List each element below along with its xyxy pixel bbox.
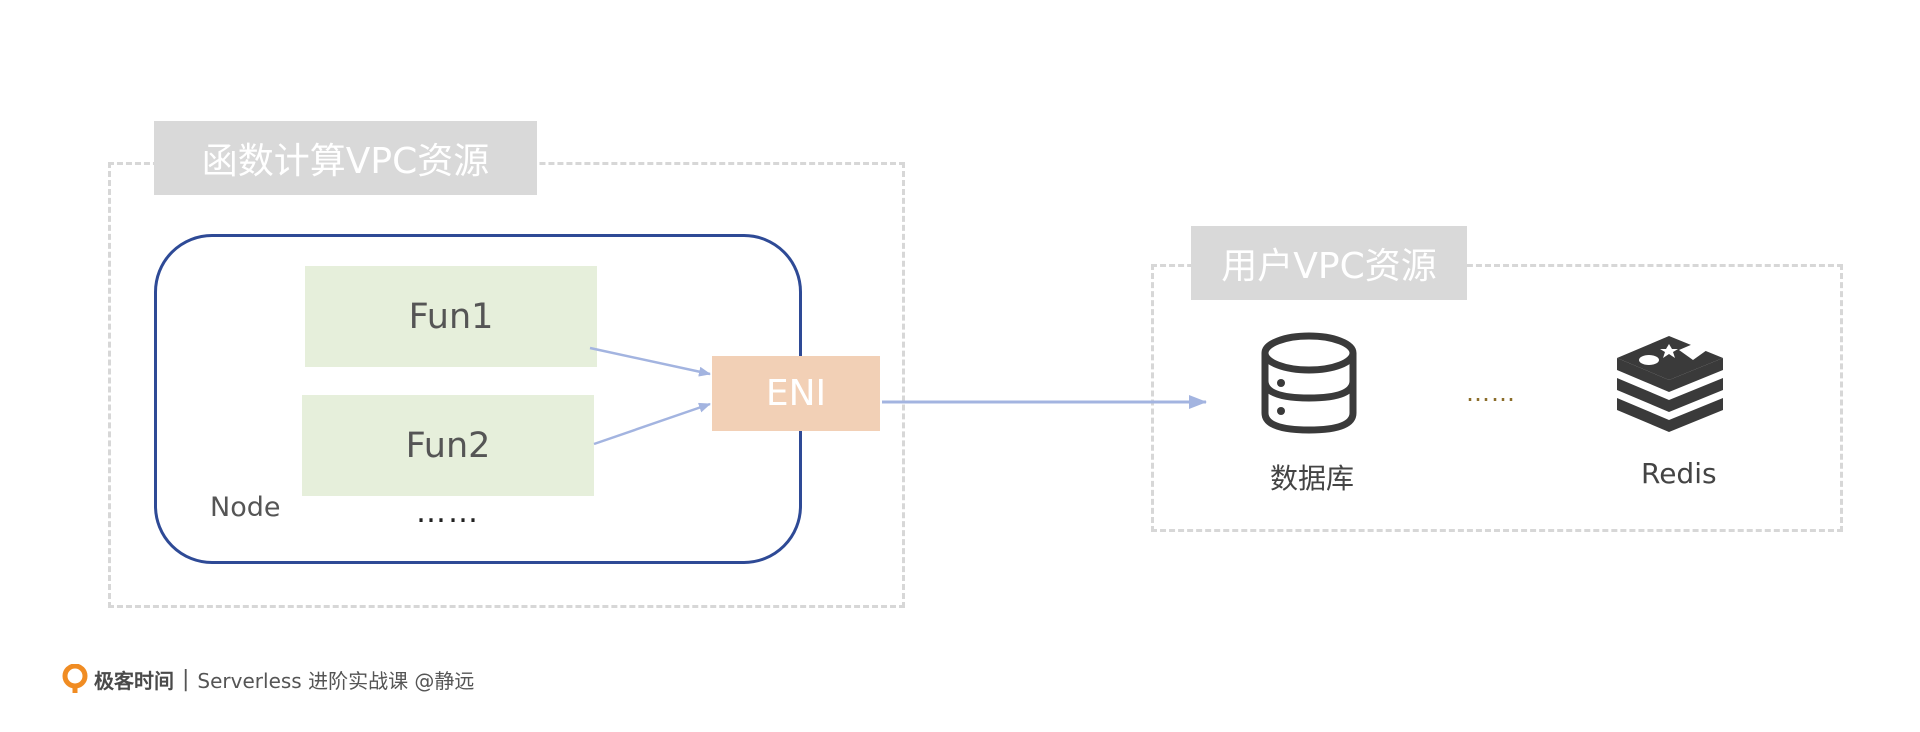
redis-label: Redis	[1641, 457, 1717, 490]
footer-brand: 极客时间	[94, 668, 174, 693]
database-label: 数据库	[1270, 462, 1355, 495]
footer-course: Serverless 进阶实战课 @静远	[197, 668, 475, 693]
redis-icon	[1617, 336, 1723, 432]
arrow-fun1-to-eni	[589, 346, 711, 377]
footer-separator: |	[182, 666, 190, 692]
footer: 极客时间 | Serverless 进阶实战课 @静远	[62, 663, 474, 695]
eni-box: ENI	[712, 356, 880, 431]
user-vpc-group	[1151, 264, 1843, 532]
more-functions-ellipsis: ……	[416, 495, 480, 530]
function-fun1: Fun1	[305, 266, 597, 367]
arrow-fun2-to-eni	[593, 402, 711, 446]
geektime-logo-icon	[62, 664, 88, 693]
user-vpc-title: 用户VPC资源	[1191, 226, 1467, 300]
function-fun2: Fun2	[302, 395, 594, 496]
database-icon	[1261, 332, 1357, 434]
function-compute-vpc-title: 函数计算VPC资源	[154, 121, 537, 195]
node-label: Node	[210, 492, 281, 523]
more-resources-ellipsis: ……	[1466, 379, 1516, 407]
